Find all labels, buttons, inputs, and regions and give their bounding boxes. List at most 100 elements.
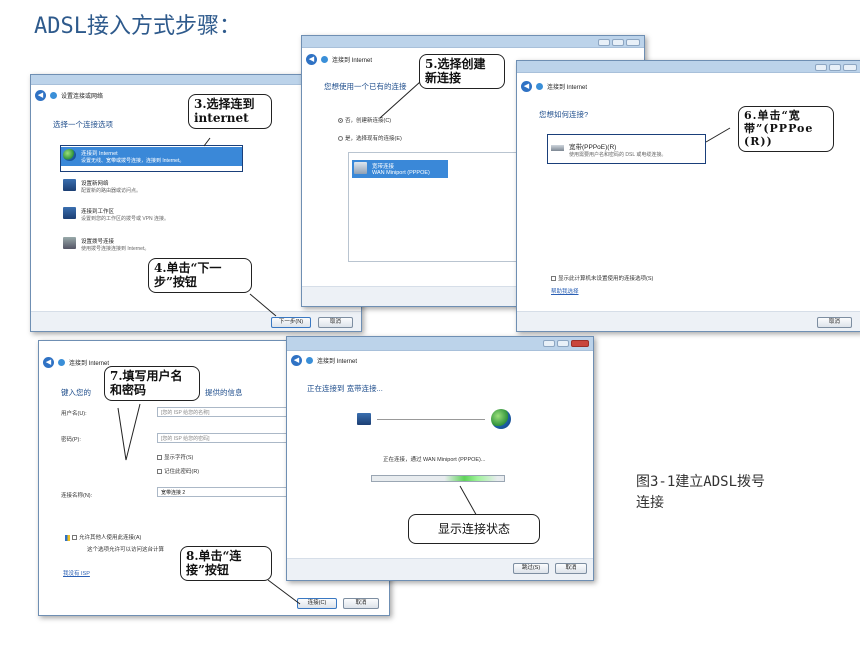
callout-step6: 6.单击“宽 带”(PPPoe (R)) xyxy=(738,106,834,152)
window-heading-right: 提供的信息 xyxy=(205,388,243,397)
callout-line: 8.单击“连 xyxy=(186,549,242,563)
back-arrow-icon[interactable]: ◀ xyxy=(43,356,54,368)
caption-line: 图3-1建立ADSL拨号 xyxy=(636,474,766,490)
callout-line: 和密码 xyxy=(110,383,147,398)
window-controls xyxy=(543,340,589,347)
callout-status: 显示连接状态 xyxy=(408,514,540,544)
option-dialup[interactable]: 设置拨号连接使用拨号连接连接到 Internet。 xyxy=(63,237,149,252)
minimize-icon[interactable] xyxy=(815,64,827,71)
list-item-desc: WAN Miniport (PPPOE) xyxy=(372,170,430,176)
radio-use-existing[interactable]: 是，选择现有的连接(E) xyxy=(338,134,402,142)
window-heading-left: 键入您的 xyxy=(61,388,91,397)
callout-step8: 8.单击“连 接”按钮 xyxy=(180,546,272,581)
window-controls xyxy=(598,39,640,46)
radio-label: 否，创建新连接(C) xyxy=(345,118,392,124)
option-desc: 设置到您的工作区的拨号或 VPN 连接。 xyxy=(81,216,170,222)
minimize-icon[interactable] xyxy=(598,39,610,46)
back-arrow-icon[interactable]: ◀ xyxy=(291,354,302,366)
workplace-icon xyxy=(63,207,76,219)
radio-label: 是，选择现有的连接(E) xyxy=(345,136,402,142)
option-label: 设置拨号连接 xyxy=(81,239,115,245)
callout-step7: 7.填写用户名 和密码 xyxy=(104,366,200,401)
network-icon xyxy=(58,358,65,366)
option-broadband-pppoe[interactable]: 宽带(PPPoE)(R)使用需要用户名和密码的 DSL 或电缆连接。 xyxy=(551,141,666,158)
close-icon[interactable] xyxy=(571,340,589,347)
close-icon[interactable] xyxy=(626,39,640,46)
figure-caption: 图3-1建立ADSL拨号 连接 xyxy=(636,472,765,514)
option-desc: 设置无线、宽带或拨号连接，连接到 Internet。 xyxy=(81,158,185,164)
callout-line: (R)) xyxy=(744,135,773,149)
network-icon xyxy=(321,55,328,63)
network-icon xyxy=(50,91,57,99)
caption-line: 连接 xyxy=(636,495,664,511)
cancel-button[interactable]: 取消 xyxy=(817,317,852,328)
broadband-icon xyxy=(354,162,367,174)
maximize-icon[interactable] xyxy=(829,64,841,71)
connection-progress-bar xyxy=(371,475,505,482)
minimize-icon[interactable] xyxy=(543,340,555,347)
option-desc: 使用拨号连接连接到 Internet。 xyxy=(81,246,150,252)
show-chars-checkbox[interactable]: 显示字符(S) xyxy=(157,453,193,461)
cancel-button[interactable]: 取消 xyxy=(343,598,379,609)
window-heading: 正在连接到 宽带连接... xyxy=(307,384,383,393)
checkbox-icon xyxy=(551,276,556,282)
show-unset-checkbox[interactable]: 显示此计算机未设置使用的连接选项(S) xyxy=(551,274,653,282)
back-arrow-icon[interactable]: ◀ xyxy=(306,53,317,65)
checkbox-label: 记住此密码(R) xyxy=(164,469,200,475)
window-navbar: ◀ 连接到 Internet xyxy=(287,353,593,367)
callout-line: 7.填写用户名 xyxy=(110,369,183,383)
callout-line: 步”按钮 xyxy=(154,275,197,290)
connection-line xyxy=(377,419,485,420)
back-arrow-icon[interactable]: ◀ xyxy=(35,89,46,101)
option-label: 宽带(PPPoE)(R) xyxy=(569,144,617,151)
remember-password-checkbox[interactable]: 记住此密码(R) xyxy=(157,467,199,475)
highlight-broadband xyxy=(547,134,706,164)
window-heading: 您想如何连接? xyxy=(539,110,589,119)
back-arrow-icon[interactable]: ◀ xyxy=(521,80,532,92)
callout-line: 5.选择创建 xyxy=(425,57,486,71)
window-titlebar xyxy=(31,75,361,85)
help-me-choose-link[interactable]: 帮助我选择 xyxy=(551,289,579,295)
phone-icon xyxy=(63,237,76,249)
callout-line: 6.单击“宽 xyxy=(744,109,801,122)
allow-others-desc: 这个选项允许可以访问这台计算 xyxy=(87,547,165,553)
connect-how-window: ◀ 连接到 Internet 您想如何连接? 宽带(PPPoE)(R)使用需要用… xyxy=(516,60,860,332)
option-new-network[interactable]: 设置新网络配置新的路由器或访问点。 xyxy=(63,179,141,194)
cancel-button[interactable]: 取消 xyxy=(555,563,587,574)
callout-line: internet xyxy=(194,111,249,126)
connecting-status: 正在连接，通过 WAN Miniport (PPPOE)... xyxy=(383,457,486,463)
connect-button[interactable]: 连接(C) xyxy=(297,598,337,609)
cancel-button[interactable]: 取消 xyxy=(318,317,353,328)
maximize-icon[interactable] xyxy=(612,39,624,46)
username-label: 用户名(U): xyxy=(61,411,87,417)
maximize-icon[interactable] xyxy=(557,340,569,347)
globe-icon xyxy=(491,409,511,429)
option-desc: 配置新的路由器或访问点。 xyxy=(81,188,142,194)
option-desc: 使用需要用户名和密码的 DSL 或电缆连接。 xyxy=(569,152,667,158)
checkbox-label: 允许其他人使用此连接(A) xyxy=(79,535,142,541)
radio-create-new[interactable]: 否，创建新连接(C) xyxy=(338,116,391,124)
close-icon[interactable] xyxy=(843,64,857,71)
callout-step4: 4.单击“下一 步”按钮 xyxy=(148,258,252,293)
option-workplace[interactable]: 连接到工作区设置到您的工作区的拨号或 VPN 连接。 xyxy=(63,207,169,222)
window-nav-title: 设置连接或网络 xyxy=(61,93,104,100)
window-navbar: ◀ 连接到 Internet xyxy=(302,52,644,66)
next-button[interactable]: 下一步(N) xyxy=(271,317,311,328)
highlight-connect-internet xyxy=(60,145,243,172)
skip-button[interactable]: 跳过(S) xyxy=(513,563,549,574)
no-isp-link[interactable]: 我没有 ISP xyxy=(63,571,90,577)
list-item-label: 宽带连接 xyxy=(372,164,395,170)
shield-icon xyxy=(65,534,70,541)
checkbox-icon xyxy=(157,469,162,475)
window-nav-title: 连接到 Internet xyxy=(317,358,358,365)
radio-icon xyxy=(338,136,343,142)
radio-icon xyxy=(338,118,343,124)
network-icon xyxy=(306,356,313,364)
callout-line: 3.选择连到 xyxy=(194,97,255,111)
checkbox-icon xyxy=(157,455,162,461)
conn-name-label: 连接名称(N): xyxy=(61,493,93,499)
window-controls xyxy=(815,64,857,71)
allow-others-checkbox[interactable]: 允许其他人使用此连接(A) xyxy=(65,533,141,541)
